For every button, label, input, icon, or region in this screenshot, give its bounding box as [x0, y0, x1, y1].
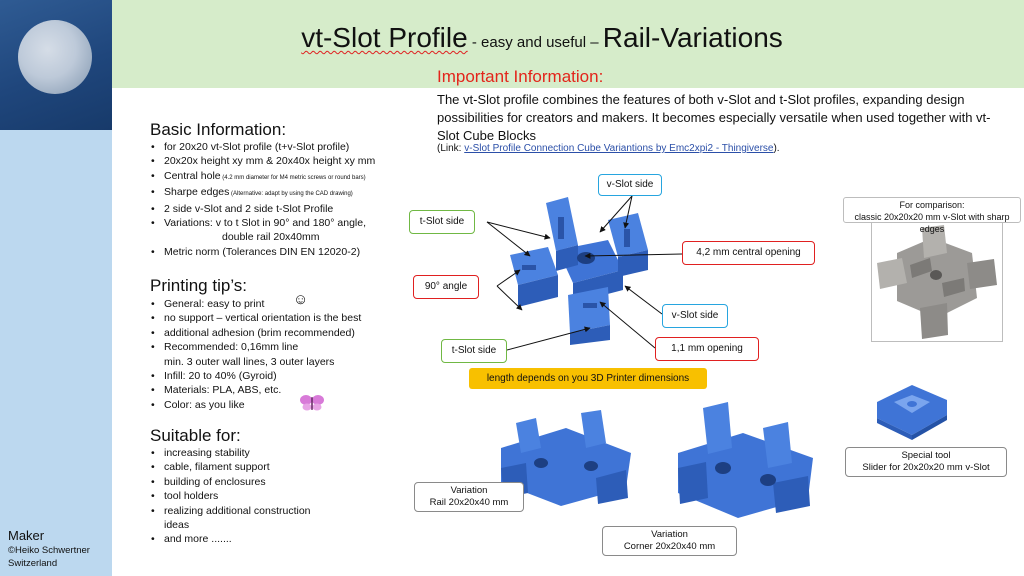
- list-item: 20x20x height xy mm & 20x40x height xy m…: [150, 154, 435, 169]
- list-item: Metric norm (Tolerances DIN EN 12020-2): [150, 245, 435, 260]
- page-title: vt-Slot Profile - easy and useful – Rail…: [112, 22, 972, 54]
- list-item: and more .......: [150, 532, 435, 547]
- list-item-text: double rail 20x40mm: [222, 231, 320, 244]
- list-item-text: Sharpe edges: [164, 186, 230, 199]
- link-suffix: ).: [773, 143, 780, 154]
- list-item: for 20x20 vt-Slot profile (t+v-Slot prof…: [150, 140, 435, 155]
- length-banner: length depends on you 3D Printer dimensi…: [469, 368, 707, 389]
- sharp-edges-note: (Alternative: adapt by using the CAD dra…: [229, 191, 353, 198]
- central-hole-note: (4.2 mm diameter for M4 metric screws or…: [220, 174, 366, 181]
- list-item: cable, filament support: [150, 460, 435, 475]
- list-item-continuation: ideas: [164, 519, 190, 532]
- comparison-line2: classic 20x20x20 mm v-Slot with sharp ed…: [854, 212, 1010, 234]
- callout-opening: 1,1 mm opening: [655, 337, 759, 361]
- important-title: Important Information:: [437, 67, 604, 86]
- maker-credit: Maker ©Heiko Schwertner Switzerland: [8, 528, 90, 569]
- callout-t-slot-left: t-Slot side: [409, 210, 475, 234]
- printing-tips-list: General: easy to print no support – vert…: [150, 297, 435, 413]
- maker-name: ©Heiko Schwertner: [8, 545, 90, 556]
- rail-variation-label: Variation Rail 20x20x40 mm: [414, 482, 524, 512]
- list-item: realizing additional construction: [150, 504, 435, 519]
- corner-label-line2: Corner 20x20x40 mm: [623, 541, 716, 552]
- callout-arrows: [486, 195, 683, 351]
- list-item: tool holders: [150, 489, 435, 504]
- basic-info-list: for 20x20 vt-Slot profile (t+v-Slot prof…: [150, 140, 435, 260]
- classic-v-slot-illustration: [877, 225, 997, 339]
- moon-image: [0, 0, 112, 130]
- special-tool-label: Special tool Slider for 20x20x20 mm v-Sl…: [845, 447, 1007, 477]
- corner-variation-illustration: [678, 402, 813, 518]
- callout-central-opening: 4,2 mm central opening: [682, 241, 815, 265]
- list-item: Variations: v to t Slot in 90° and 180° …: [150, 216, 435, 231]
- header-band: [112, 0, 1024, 88]
- corner-variation-label: Variation Corner 20x20x40 mm: [602, 526, 737, 556]
- suitable-for-list: increasing stability cable, filament sup…: [150, 446, 435, 547]
- list-item: Sharpe edges (Alternative: adapt by usin…: [150, 185, 435, 201]
- list-item: Infill: 20 to 40% (Gyroid): [150, 369, 435, 384]
- tool-label-line1: Special tool: [901, 450, 951, 461]
- list-item: Recommended: 0,16mm line: [150, 340, 435, 355]
- corner-label-line1: Variation: [651, 529, 688, 540]
- callout-90-angle: 90° angle: [413, 275, 479, 299]
- important-text: The vt-Slot profile combines the feature…: [437, 92, 991, 143]
- slider-tool-illustration: [877, 385, 947, 440]
- list-item: increasing stability: [150, 446, 435, 461]
- callout-v-slot-right: v-Slot side: [662, 304, 728, 328]
- list-item: building of enclosures: [150, 475, 435, 490]
- moon-icon: [18, 20, 92, 94]
- important-link-line: (Link: v-Slot Profile Connection Cube Va…: [437, 143, 780, 154]
- list-item: Materials: PLA, ABS, etc.: [150, 383, 435, 398]
- comparison-frame: [871, 222, 1003, 342]
- tool-label-line2: Slider for 20x20x20 mm v-Slot: [862, 462, 990, 473]
- list-item: General: easy to print: [150, 297, 435, 312]
- printing-tips-title: Printing tip’s:: [150, 276, 248, 295]
- basic-info-title: Basic Information:: [150, 120, 287, 139]
- title-sub: - easy and useful –: [467, 34, 603, 51]
- suitable-for-title: Suitable for:: [150, 426, 241, 445]
- callout-t-slot-bottom: t-Slot side: [441, 339, 507, 363]
- callout-v-slot-top: v-Slot side: [598, 174, 662, 196]
- list-item: 2 side v-Slot and 2 side t-Slot Profile: [150, 202, 435, 217]
- list-item: Color: as you like: [150, 398, 435, 413]
- rail-label-line2: Rail 20x20x40 mm: [429, 497, 509, 508]
- list-item-text: Central hole: [164, 169, 221, 182]
- list-item-continuation: double rail 20x40mm: [150, 230, 435, 244]
- list-item: additional adhesion (brim recommended): [150, 326, 435, 341]
- list-item-continuation: min. 3 outer wall lines, 3 outer layers: [164, 355, 335, 368]
- maker-label: Maker: [8, 528, 45, 543]
- list-item: Central hole (4.2 mm diameter for M4 met…: [150, 169, 435, 185]
- link-prefix: (Link:: [437, 143, 465, 154]
- comparison-line1: For comparison:: [899, 200, 965, 210]
- title-main: vt-Slot Profile: [301, 22, 468, 53]
- butterfly-icon: [300, 395, 324, 411]
- list-item: no support – vertical orientation is the…: [150, 311, 435, 326]
- vt-slot-profile-illustration: [510, 197, 648, 345]
- comparison-label: For comparison: classic 20x20x20 mm v-Sl…: [843, 197, 1021, 234]
- title-end: Rail-Variations: [602, 22, 783, 53]
- thingiverse-link[interactable]: v-Slot Profile Connection Cube Variantio…: [464, 143, 774, 154]
- maker-country: Switzerland: [8, 558, 58, 569]
- rail-label-line1: Variation: [450, 485, 488, 496]
